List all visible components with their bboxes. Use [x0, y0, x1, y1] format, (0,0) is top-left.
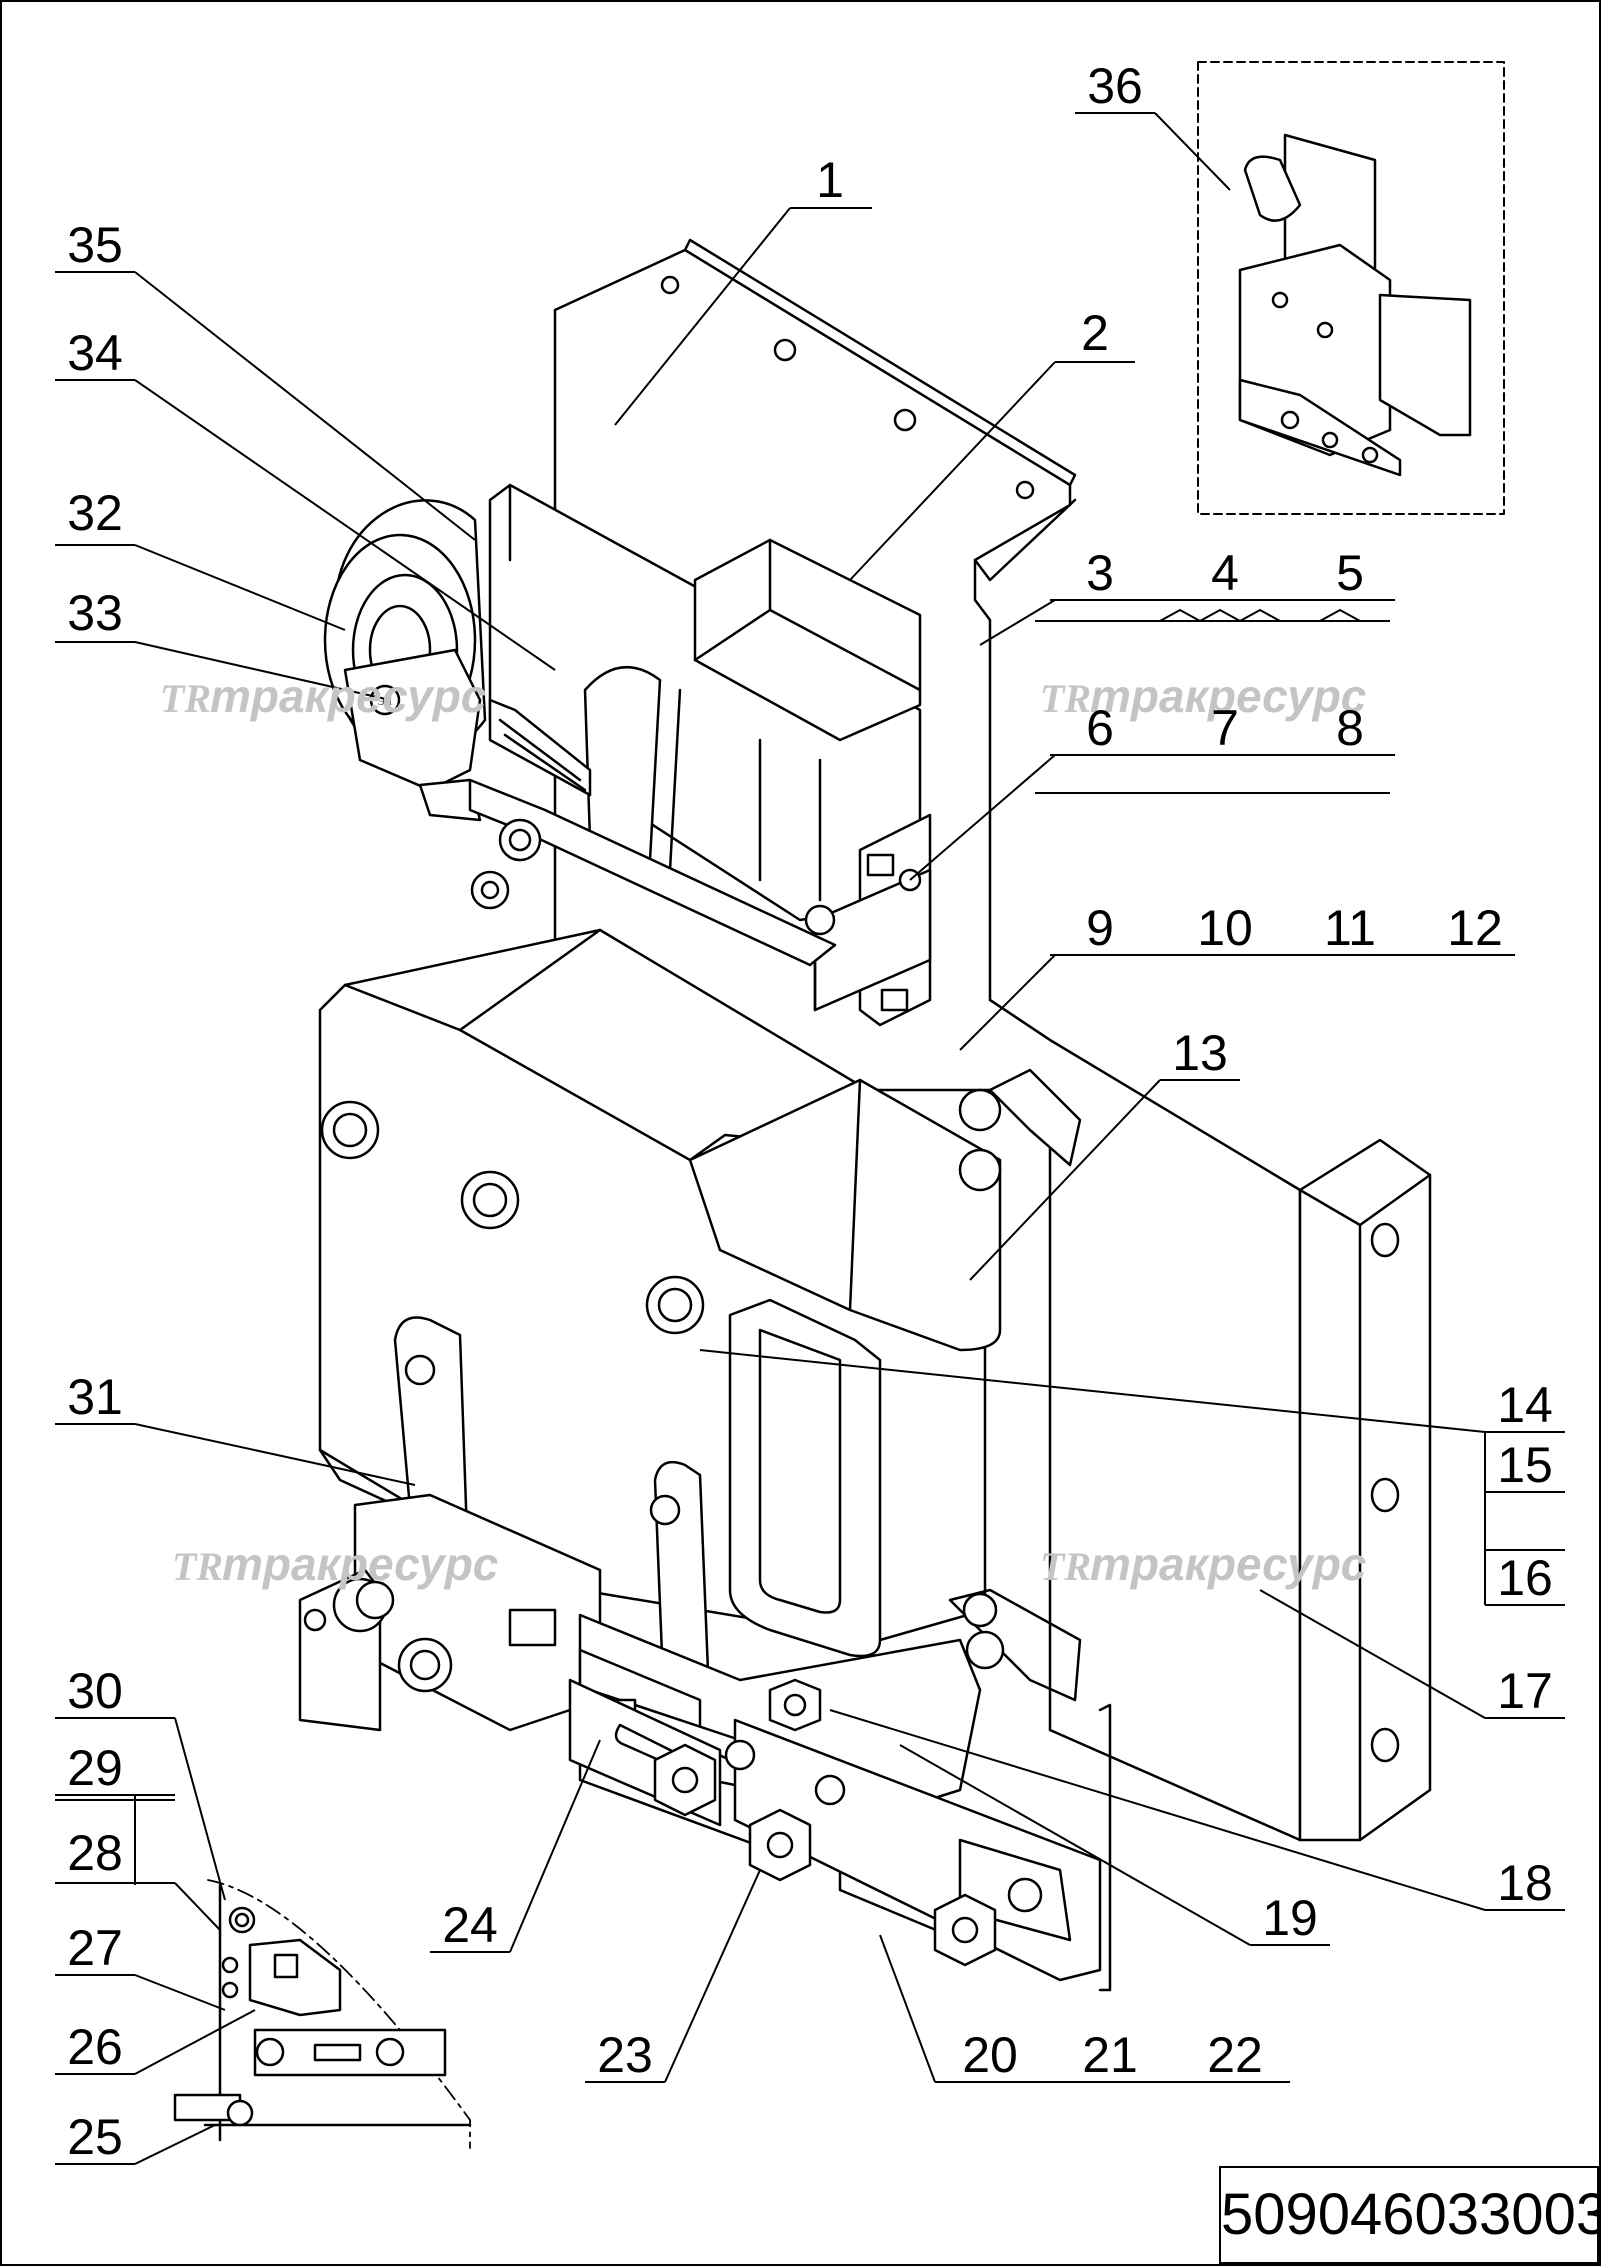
callout-labels: 1 2 3 4 5 6 7 8 9 10 11 12 13 14 15 16 1… [67, 58, 1553, 2165]
callout-28: 28 [67, 1825, 123, 1881]
callout-16: 16 [1497, 1550, 1553, 1606]
watermark-text-1: тракресурс [210, 670, 486, 722]
callout-11: 11 [1324, 900, 1376, 956]
callout-34: 34 [67, 325, 123, 381]
callout-15: 15 [1497, 1437, 1553, 1493]
leader-lines [55, 112, 1565, 2165]
callout-31: 31 [67, 1369, 123, 1425]
relay-bracket [813, 813, 932, 1027]
callout-3: 3 [1086, 545, 1114, 601]
watermark-text-3: тракресурс [222, 1538, 498, 1590]
callout-25: 25 [67, 2109, 123, 2165]
watermark-text-2: тракресурс [1090, 670, 1366, 722]
callout-17: 17 [1497, 1663, 1553, 1719]
callout-23: 23 [597, 2027, 653, 2083]
callout-12: 12 [1447, 900, 1503, 956]
callout-24: 24 [442, 1897, 498, 1953]
callout-8: 8 [1336, 700, 1364, 756]
callout-35: 35 [67, 217, 123, 273]
callout-18: 18 [1497, 1855, 1553, 1911]
callout-2: 2 [1081, 305, 1109, 361]
callout-4: 4 [1211, 545, 1239, 601]
assembly-linework: ЭЙ [173, 61, 1505, 2149]
part-number: 509046033003 [1221, 2182, 1601, 2247]
callout-27: 27 [67, 1920, 123, 1976]
callout-22: 22 [1207, 2027, 1263, 2083]
detail-view-25-30 [173, 1879, 472, 2149]
callout-29: 29 [67, 1740, 123, 1796]
main-housing [318, 928, 1082, 1658]
callout-1: 1 [816, 152, 844, 208]
callout-14: 14 [1497, 1377, 1553, 1433]
callout-32: 32 [67, 485, 123, 541]
pulley-wheel: ЭЙ [323, 499, 487, 822]
callout-10: 10 [1197, 900, 1253, 956]
inset-36 [1197, 61, 1505, 515]
hex-nuts [653, 1678, 1043, 1967]
callout-33: 33 [67, 585, 123, 641]
watermark-logo-3: TR [172, 1544, 223, 1589]
callout-9: 9 [1086, 900, 1114, 956]
watermark-logo-1: TR [160, 676, 211, 721]
callout-7: 7 [1211, 700, 1239, 756]
callout-13: 13 [1172, 1025, 1228, 1081]
watermark-group: TR тракресурс TR тракресурс TR тракресур… [160, 670, 1366, 1590]
watermark-text-4: тракресурс [1090, 1538, 1366, 1590]
callout-21: 21 [1082, 2027, 1138, 2083]
callout-26: 26 [67, 2019, 123, 2075]
callout-6: 6 [1086, 700, 1114, 756]
watermark-logo-2: TR [1040, 676, 1091, 721]
callout-19: 19 [1262, 1890, 1318, 1946]
callout-5: 5 [1336, 545, 1364, 601]
drive-motor [488, 483, 922, 922]
callout-30: 30 [67, 1663, 123, 1719]
callout-36: 36 [1087, 58, 1143, 114]
callout-20: 20 [962, 2027, 1018, 2083]
part-number-box: 509046033003 [1219, 2166, 1601, 2264]
watermark-logo-4: TR [1040, 1544, 1091, 1589]
upper-rail [468, 778, 837, 967]
